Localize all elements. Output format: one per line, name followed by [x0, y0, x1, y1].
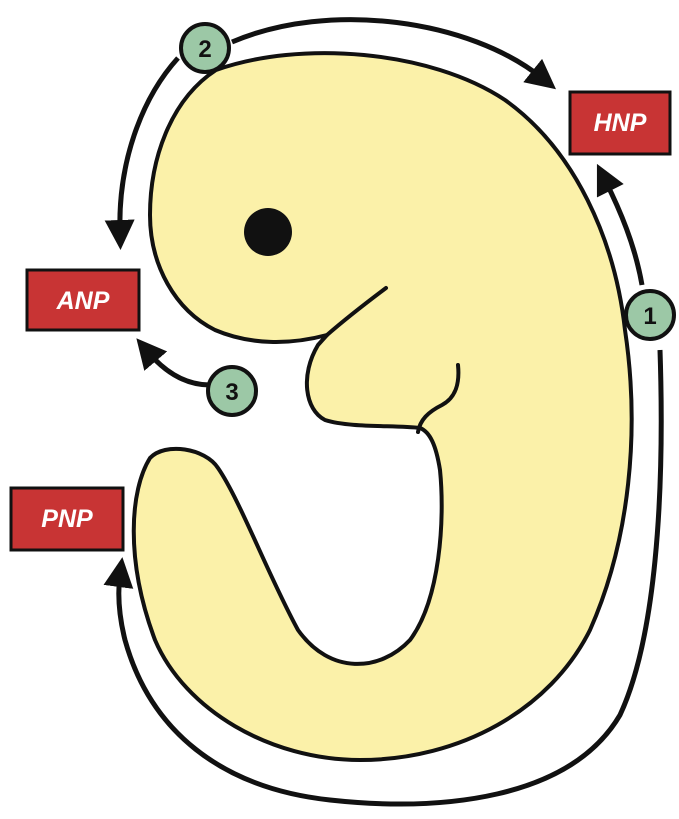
hnp-label-box: HNP [570, 92, 670, 154]
pnp-label: PNP [41, 505, 93, 533]
step-2-badge: 2 [181, 24, 229, 72]
step-2-number: 2 [198, 36, 211, 63]
pnp-label-box: PNP [11, 488, 123, 550]
step-3-badge: 3 [208, 367, 256, 415]
step-1-badge: 1 [626, 291, 674, 339]
step-1-number: 1 [643, 303, 656, 330]
arrow-step3-to-anp [148, 352, 210, 385]
step-3-number: 3 [225, 379, 238, 406]
anp-label: ANP [56, 287, 110, 315]
embryo-eye [244, 208, 292, 256]
hnp-label: HNP [594, 109, 647, 137]
embryo-body [134, 53, 632, 760]
anp-label-box: ANP [27, 270, 139, 330]
